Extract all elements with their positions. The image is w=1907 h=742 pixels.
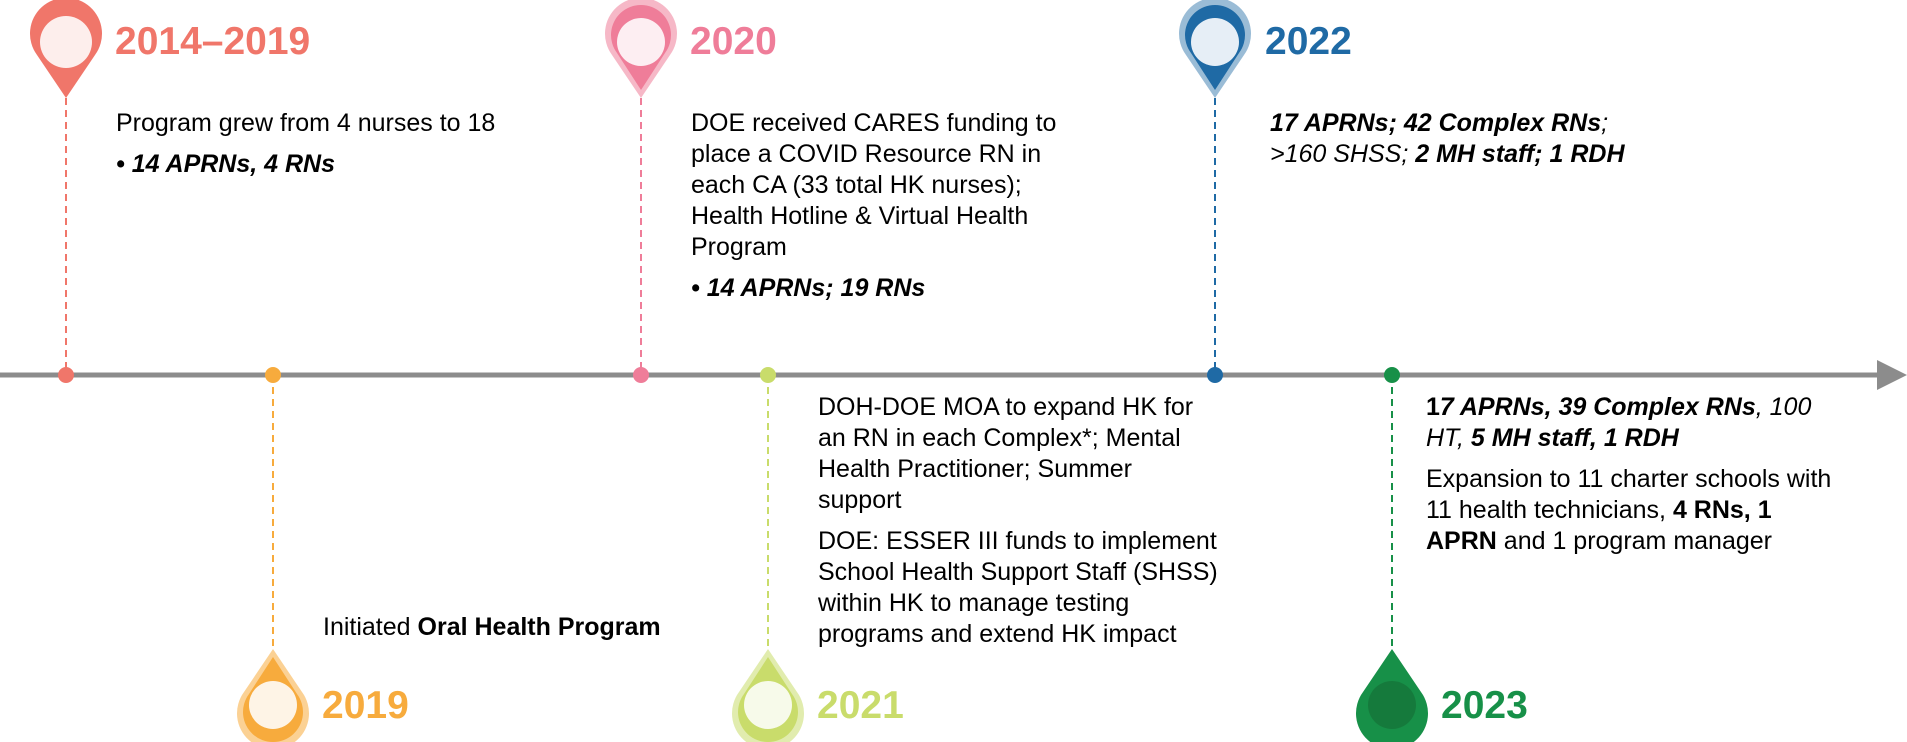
milestone-text-2019: Initiated Oral Health Program: [323, 612, 743, 643]
year-label-2022: 2022: [1265, 20, 1352, 63]
year-label-2020: 2020: [690, 20, 777, 63]
axis-dot-2020: [633, 367, 649, 383]
milestone-bold-part: Oral Health Program: [417, 613, 661, 641]
milestone-bold-part: APRN: [1426, 527, 1497, 555]
milestone-line: support: [818, 486, 902, 514]
milestone-line: within HK to manage testing: [818, 589, 1130, 617]
milestone-text-2021: DOH-DOE MOA to expand HK for an RN in ea…: [818, 392, 1318, 650]
milestone-italic-part: , 100: [1755, 393, 1812, 421]
milestone-text-2023: 17 APRNs, 39 Complex RNs, 100 HT, 5 MH s…: [1426, 392, 1904, 557]
axis-dot-2022: [1207, 367, 1223, 383]
axis-dot-2023: [1384, 367, 1400, 383]
milestone-line: DOE received CARES funding to: [691, 109, 1057, 137]
milestone-bullet: • 14 APRNs; 19 RNs: [691, 274, 926, 302]
milestone-line: Health Hotline & Virtual Health: [691, 202, 1029, 230]
milestone-plain-part: 11 health technicians,: [1426, 496, 1673, 524]
milestone-line: Expansion to 11 charter schools with: [1426, 465, 1832, 493]
milestone-italic-part: >160 SHSS;: [1270, 140, 1416, 168]
milestone-line: an RN in each Complex*; Mental: [818, 424, 1181, 452]
milestone-bold-part: 4 RNs, 1: [1672, 496, 1772, 524]
map-pin-icon-2019: [237, 649, 309, 742]
milestone-line: School Health Support Staff (SHSS): [818, 558, 1218, 586]
map-pin-icon-2022: [1179, 0, 1251, 98]
milestone-bold-part: 5 MH staff, 1 RDH: [1470, 424, 1679, 452]
year-label-2021: 2021: [817, 684, 904, 727]
milestone-italic-part: ;: [1601, 109, 1609, 137]
milestone-bullet: • 14 APRNs, 4 RNs: [116, 150, 336, 178]
milestone-line: each CA (33 total HK nurses);: [691, 171, 1022, 199]
map-pin-icon-2023: [1356, 649, 1428, 742]
milestone-line: place a COVID Resource RN in: [691, 140, 1042, 168]
milestone-text-2014-2019: Program grew from 4 nurses to 18 • 14 AP…: [116, 108, 586, 190]
year-label-2014-2019: 2014–2019: [115, 20, 311, 63]
milestone-bold-part: 1: [1426, 393, 1440, 421]
milestone-line: Health Practitioner; Summer: [818, 455, 1133, 483]
milestone-plain-part: Initiated: [323, 613, 418, 641]
milestone-bold-part: 7 APRNs, 39 Complex RNs: [1439, 393, 1756, 421]
milestone-plain-part: and 1 program manager: [1496, 527, 1773, 555]
milestone-text-2020: DOE received CARES funding to place a CO…: [691, 108, 1171, 314]
milestone-bold-part: 17 APRNs; 42 Complex RNs: [1270, 109, 1602, 137]
axis-dot-2014-2019: [58, 367, 74, 383]
milestone-line: Program: [691, 233, 787, 261]
milestone-bold-part: 2 MH staff; 1 RDH: [1415, 140, 1625, 168]
year-label-2019: 2019: [322, 684, 409, 727]
milestone-line: DOH-DOE MOA to expand HK for: [818, 393, 1194, 421]
milestone-italic-part: HT,: [1426, 424, 1471, 452]
map-pin-icon-2021: [732, 649, 804, 742]
timeline-arrowhead: [1877, 360, 1907, 390]
milestone-text-2022: 17 APRNs; 42 Complex RNs; >160 SHSS; 2 M…: [1270, 108, 1790, 170]
axis-dot-2021: [760, 367, 776, 383]
year-label-2023: 2023: [1441, 684, 1528, 727]
milestone-line: Program grew from 4 nurses to 18: [116, 109, 496, 137]
axis-dot-2019: [265, 367, 281, 383]
milestone-line: programs and extend HK impact: [818, 620, 1177, 648]
map-pin-icon-2014-2019: [30, 0, 102, 98]
map-pin-icon-2020: [605, 0, 677, 98]
milestone-line: DOE: ESSER III funds to implement: [818, 527, 1217, 555]
